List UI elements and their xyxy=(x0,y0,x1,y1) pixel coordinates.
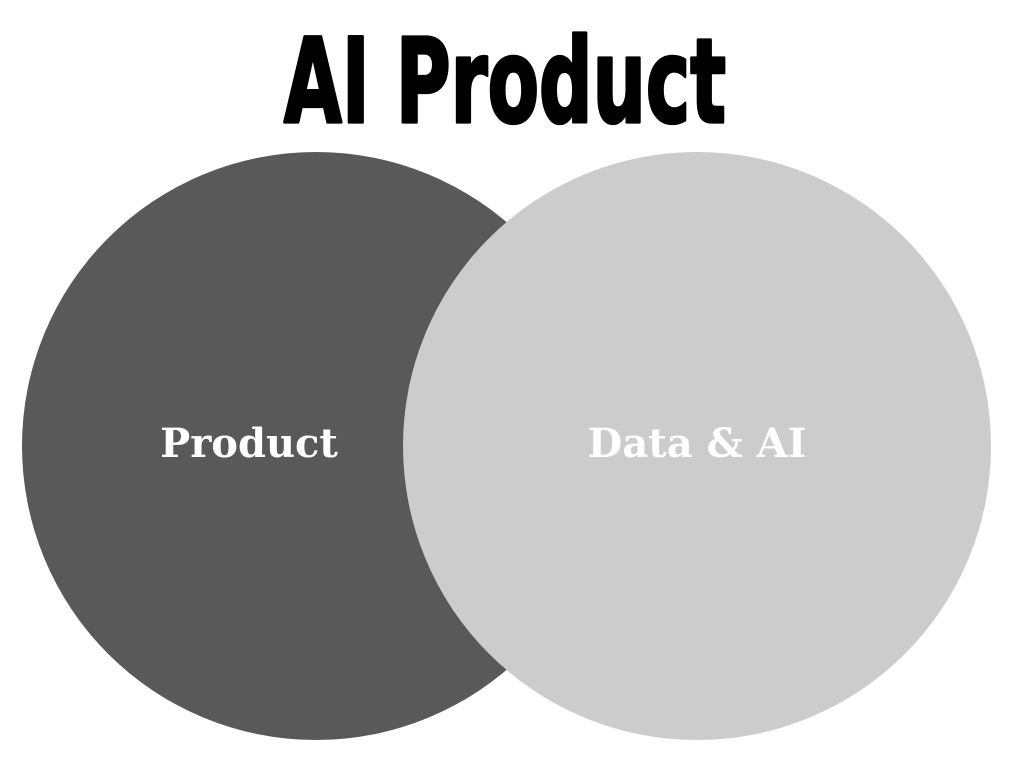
data-ai-label: Data & AI xyxy=(588,420,807,467)
diagram-title: AI Product xyxy=(284,15,726,151)
data-ai-circle xyxy=(403,152,991,740)
title-group: AI Product xyxy=(283,14,728,152)
product-label: Product xyxy=(160,420,338,467)
